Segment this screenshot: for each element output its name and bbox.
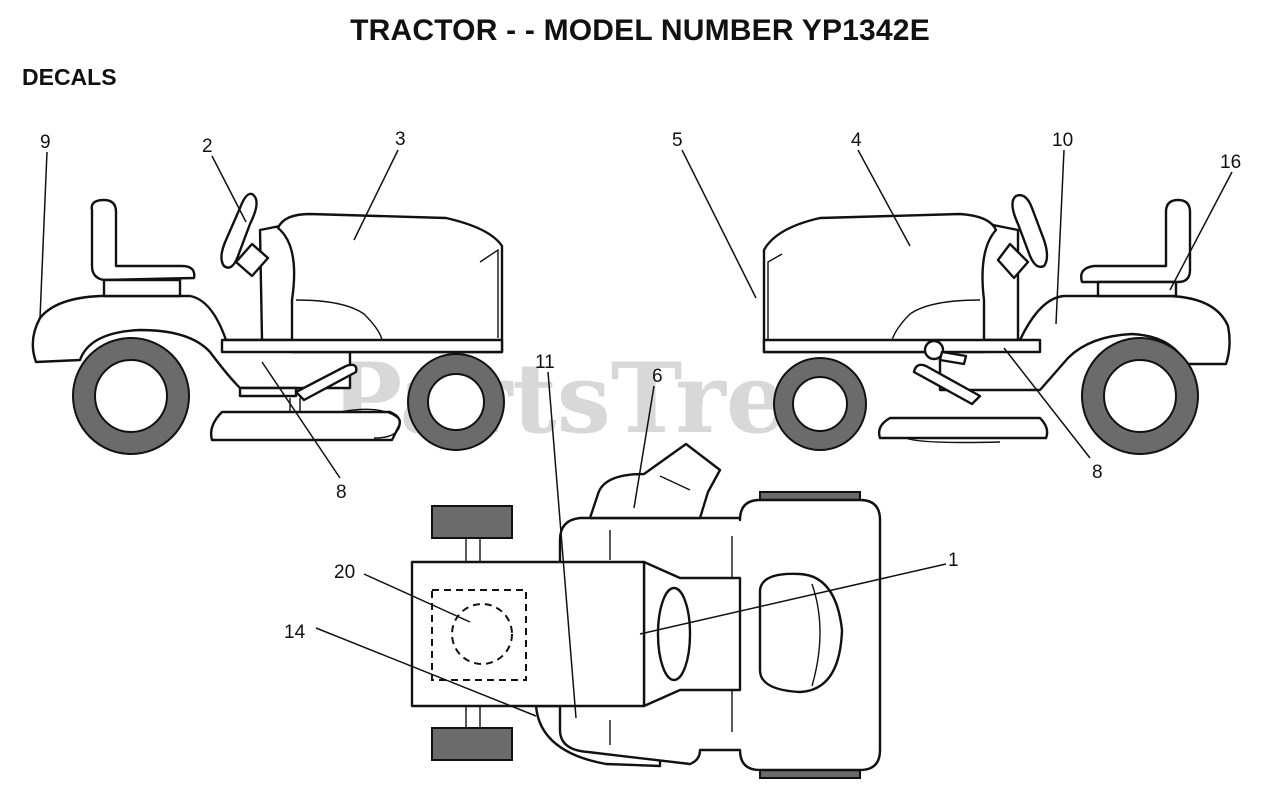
callout-4: 4 (851, 130, 862, 151)
decal-20-outline (431, 589, 527, 681)
steering-wheel-left (220, 192, 258, 269)
callout-20: 20 (334, 562, 355, 583)
tractor-top-view (410, 442, 882, 779)
deck-discharge-left (339, 408, 401, 439)
top-front-tire-upper (431, 505, 513, 539)
callout-8-left: 8 (336, 482, 347, 503)
callout-16: 16 (1220, 152, 1241, 173)
page-title: TRACTOR - - MODEL NUMBER YP1342E (350, 14, 930, 47)
top-hood (410, 560, 646, 708)
callout-2: 2 (202, 136, 213, 157)
top-front-tire-lower (431, 727, 513, 761)
foot-pedal-right (912, 363, 982, 406)
seat-right (1080, 198, 1192, 284)
tractor-right-side-view (762, 194, 1231, 455)
callout-9: 9 (40, 132, 51, 153)
top-steering-wheel (656, 586, 692, 682)
callout-8-right: 8 (1092, 462, 1103, 483)
hood-right (762, 212, 998, 354)
steering-wheel-right (1011, 194, 1049, 269)
foot-pedal-left (294, 363, 358, 402)
callout-14: 14 (284, 622, 306, 643)
callout-6: 6 (652, 366, 663, 387)
callout-3: 3 (395, 129, 406, 150)
top-seat (758, 572, 844, 694)
callout-1: 1 (948, 550, 959, 571)
callout-11: 11 (535, 352, 555, 373)
hood-left (276, 212, 504, 354)
leader-lines (39, 149, 1233, 719)
tractor-left-side-view (31, 192, 505, 455)
seat-left (90, 198, 196, 282)
section-label: DECALS (22, 64, 117, 90)
callout-5: 5 (672, 130, 683, 151)
callout-labels: 9 2 3 8 5 4 10 16 8 11 6 1 20 14 (40, 129, 1241, 643)
callout-10: 10 (1052, 130, 1073, 151)
mower-deck-right (877, 416, 1049, 440)
top-discharge-chute (588, 442, 722, 520)
